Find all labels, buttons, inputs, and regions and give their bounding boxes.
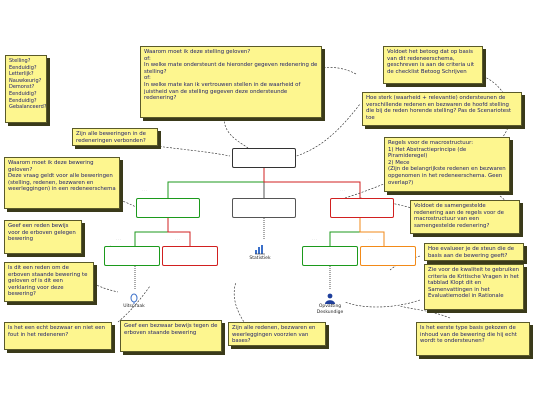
callout-line-1	[223, 117, 249, 149]
status-list-note: Stelling? Eenduidig? Letterlijk? Nauwkeu…	[5, 55, 47, 123]
uitspraak-label: Uitspraak	[123, 304, 145, 309]
callout-line-2	[117, 139, 231, 157]
main-claim-box[interactable]	[232, 148, 296, 168]
connector-root-objection	[263, 168, 361, 198]
neutral-box[interactable]	[232, 198, 296, 218]
objection-box[interactable]	[330, 198, 394, 218]
callout-line-9	[87, 279, 119, 293]
connector-root-reason1	[167, 168, 265, 198]
give-objection-note: Geef een bezwaar bewijs tegen de erboven…	[120, 320, 222, 352]
how-evaluate-note: Hoe evalueer je de steun die de basis aa…	[424, 243, 524, 261]
critical-questions-note: Zie voor de kwaliteit te gebruiken crite…	[424, 264, 524, 310]
bar-chart-icon	[254, 240, 266, 255]
speech-icon	[128, 290, 140, 304]
connector-caption: · · ·	[368, 237, 373, 241]
connector-caption: · · ·	[175, 237, 180, 241]
callout-line-14	[399, 305, 451, 319]
reasons-connect-note: Zijn alle beweringen in de redeneringen …	[72, 128, 158, 146]
connector-caption: · · ·	[340, 188, 345, 192]
connector-objection-child2	[359, 218, 385, 246]
callout-line-3	[289, 103, 361, 159]
connector-caption: · · ·	[142, 188, 147, 192]
connector-caption: · · ·	[116, 237, 121, 241]
sub-objection-box[interactable]	[162, 246, 218, 266]
callout-line-10	[117, 285, 151, 323]
callout-line-13	[344, 299, 421, 308]
connector-reason-child2	[167, 218, 191, 246]
why-believe-claim-note: Waarom moet ik deze bewering geloven? De…	[4, 157, 120, 209]
connector-objection-child1	[329, 218, 361, 246]
why-believe-statement-note: Waarom moet ik deze stelling geloven? of…	[140, 46, 322, 118]
connector-caption: · · ·	[312, 237, 317, 241]
first-basis-note: Is het eerste type basis gekozen de inho…	[416, 322, 530, 356]
reasons-provided-note: Zijn alle redenen, bezwaren en weerleggi…	[228, 322, 326, 346]
rebuttal-box[interactable]	[360, 246, 416, 266]
reasoning-dependent-note: Voldoet het betoog dat op basis van dit …	[383, 46, 483, 84]
rules-macrostructure-note: Regels voor de macrostructuur: 1) Het Ab…	[384, 137, 510, 192]
strength-relevance-note: Hoe sterk (waarheid + relevantie) onders…	[362, 92, 522, 126]
sub-reason-box[interactable]	[104, 246, 160, 266]
is-there-reason-note: Is dit een reden om de erboven staande b…	[4, 262, 94, 302]
connector-reason-child1	[134, 218, 169, 246]
real-objection-note: Is het een echt bezwaar en niet een fout…	[4, 322, 112, 350]
reason-box[interactable]	[136, 198, 200, 218]
combined-reasoning-note: Voldoet de samengestelde redenering aan …	[410, 200, 520, 234]
opvatting-deskundige-label: Opvatting Deskundige	[316, 304, 344, 315]
expert-icon	[323, 290, 337, 304]
sub-reason-box-2[interactable]	[302, 246, 358, 266]
statistiek-label: Statistiek	[249, 256, 271, 261]
give-reason-proof-note: Geef een reden bewijs voor de erboven ge…	[4, 220, 82, 254]
